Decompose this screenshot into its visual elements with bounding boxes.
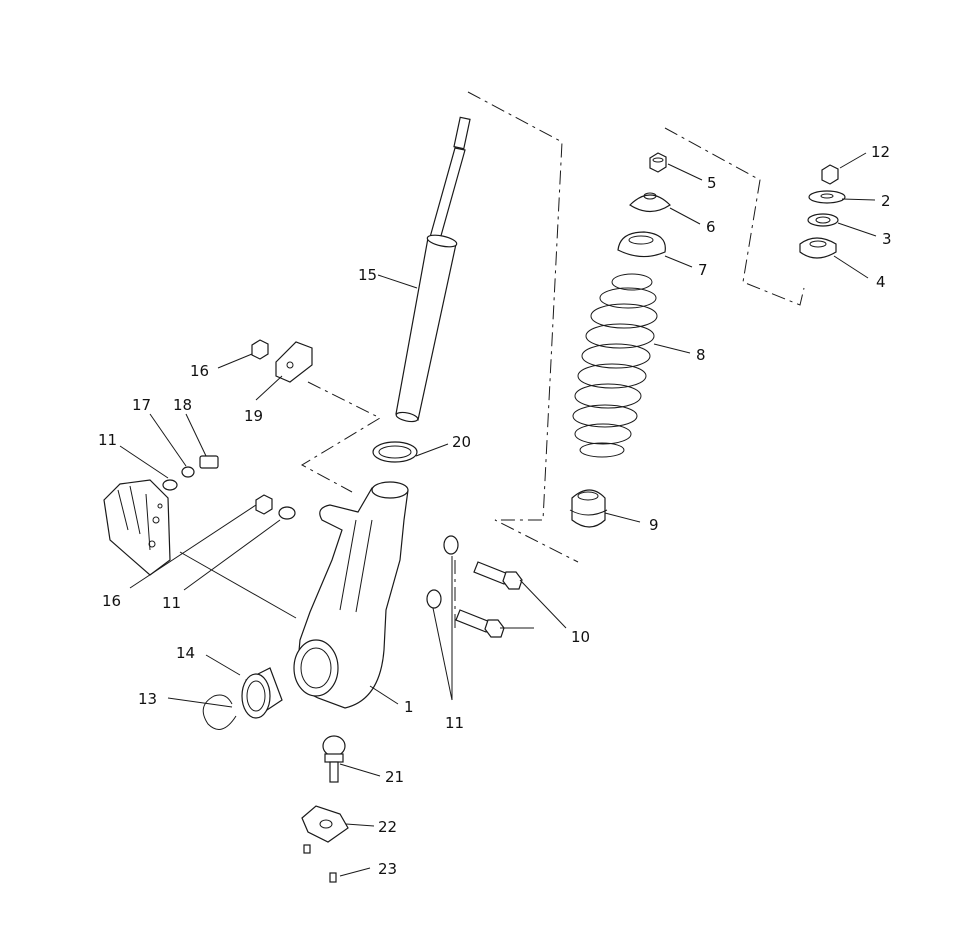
bolt-10-lower: [455, 609, 505, 638]
callout-9: 9: [649, 516, 659, 534]
washer-11-lower: [278, 506, 296, 520]
mount-bushing-4: [799, 237, 837, 259]
washer-3: [807, 213, 839, 227]
washer-11-upper-bolt: [443, 535, 459, 555]
callout-11-lower: 11: [162, 594, 181, 612]
callout-4: 4: [876, 273, 886, 291]
nut-12: [821, 164, 839, 185]
ball-joint-21: [322, 735, 346, 783]
callout-6: 6: [706, 218, 716, 236]
coil-spring-8: [572, 273, 658, 458]
screw-23-a: [303, 844, 311, 854]
callout-17: 17: [132, 396, 151, 414]
callout-18: 18: [173, 396, 192, 414]
callout-7: 7: [698, 261, 708, 279]
callout-1: 1: [404, 698, 414, 716]
washer-2: [808, 190, 846, 204]
bolt-10-upper: [473, 561, 523, 590]
upper-cup-6: [629, 192, 671, 213]
callout-22: 22: [378, 818, 397, 836]
callout-3: 3: [882, 230, 892, 248]
callout-16-upper: 16: [190, 362, 209, 380]
steering-knuckle-1: [293, 481, 409, 709]
callout-5: 5: [707, 174, 717, 192]
bump-stop-9: [569, 489, 608, 528]
assembly-line-top-mount: [664, 127, 805, 306]
callout-10: 10: [571, 628, 590, 646]
washer-11-lower-bolt: [426, 589, 442, 609]
callout-21: 21: [385, 768, 404, 786]
hub-bearing-14: [241, 667, 283, 719]
assembly-line-bracket: [300, 381, 382, 493]
callout-11-caliper: 11: [98, 431, 117, 449]
callout-23: 23: [378, 860, 397, 878]
callout-14: 14: [176, 644, 195, 662]
callout-15: 15: [358, 266, 377, 284]
bracket-19: [275, 341, 313, 383]
nut-5: [649, 152, 667, 173]
circlip-13: [202, 694, 237, 730]
nut-16-upper: [251, 339, 269, 360]
callout-11-bolts: 11: [445, 714, 464, 732]
washer-17: [181, 466, 195, 478]
nut-16-lower: [255, 494, 273, 515]
washer-11-caliper: [162, 479, 178, 491]
bolt-18: [199, 455, 219, 469]
screw-23-b: [329, 872, 337, 883]
brake-caliper: [103, 479, 171, 576]
seal-ring-20: [372, 441, 418, 463]
lock-plate-22: [301, 805, 349, 843]
callout-8: 8: [696, 346, 706, 364]
callout-16-lower: 16: [102, 592, 121, 610]
callout-13: 13: [138, 690, 157, 708]
callout-19: 19: [244, 407, 263, 425]
spring-seat-7: [617, 231, 666, 258]
callout-2: 2: [881, 192, 891, 210]
callout-12: 12: [871, 143, 890, 161]
callout-20: 20: [452, 433, 471, 451]
leader-lines: [119, 152, 877, 877]
assembly-line-strut: [467, 91, 579, 563]
shock-absorber: [395, 116, 471, 423]
